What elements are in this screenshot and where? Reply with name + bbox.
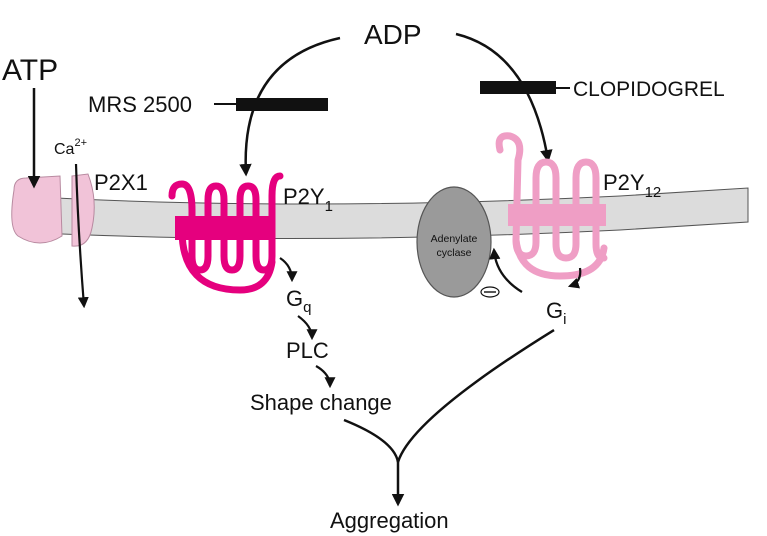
atp-label: ATP bbox=[2, 54, 58, 87]
gq-label: Gq bbox=[286, 286, 311, 316]
p2y12-to-gi-arrow bbox=[567, 267, 582, 289]
gi-inhibits-ac-arrow bbox=[488, 247, 523, 293]
p2y1-to-gq-arrow bbox=[279, 257, 298, 283]
plc-to-shape-change-arrow bbox=[315, 365, 336, 389]
mrs2500-label: MRS 2500 bbox=[88, 92, 192, 117]
p2y12-membrane-segments bbox=[508, 204, 606, 226]
p2x1-channel bbox=[11, 173, 95, 247]
calcium-flux-arrow bbox=[74, 163, 89, 309]
p2y1-membrane-segments bbox=[175, 216, 275, 240]
clopidogrel-label: CLOPIDOGREL bbox=[573, 78, 725, 101]
gq-to-plc-arrow bbox=[297, 315, 318, 341]
adp-to-p2y12-arrow bbox=[455, 32, 553, 163]
plc-label: PLC bbox=[286, 338, 329, 363]
gi-label: Gi bbox=[546, 298, 566, 328]
shape-change-label: Shape change bbox=[250, 390, 392, 415]
adenylate-cyclase bbox=[416, 186, 492, 298]
p2y12-receptor bbox=[495, 132, 608, 280]
p2x1-label: P2X1 bbox=[94, 170, 148, 195]
aggregation-label: Aggregation bbox=[330, 508, 449, 533]
calcium-label: Ca2+ bbox=[54, 137, 87, 158]
mrs2500-inhibitor-bar bbox=[236, 98, 328, 111]
clopidogrel-inhibitor-bar bbox=[480, 81, 556, 94]
adp-to-p2y1-arrow bbox=[239, 36, 341, 177]
cell-membrane bbox=[17, 187, 749, 240]
adenylate-cyclase-label-line2: cyclase bbox=[436, 247, 471, 259]
gi-to-aggregation-line bbox=[396, 328, 555, 463]
adp-label: ADP bbox=[364, 19, 422, 50]
p2y1-receptor bbox=[168, 172, 284, 294]
p2y12-label: P2Y12 bbox=[603, 170, 661, 201]
shape-change-to-aggregation-line bbox=[343, 418, 400, 463]
p2y1-label: P2Y1 bbox=[283, 184, 333, 215]
adenylate-cyclase-label-line1: Adenylate bbox=[431, 233, 478, 245]
